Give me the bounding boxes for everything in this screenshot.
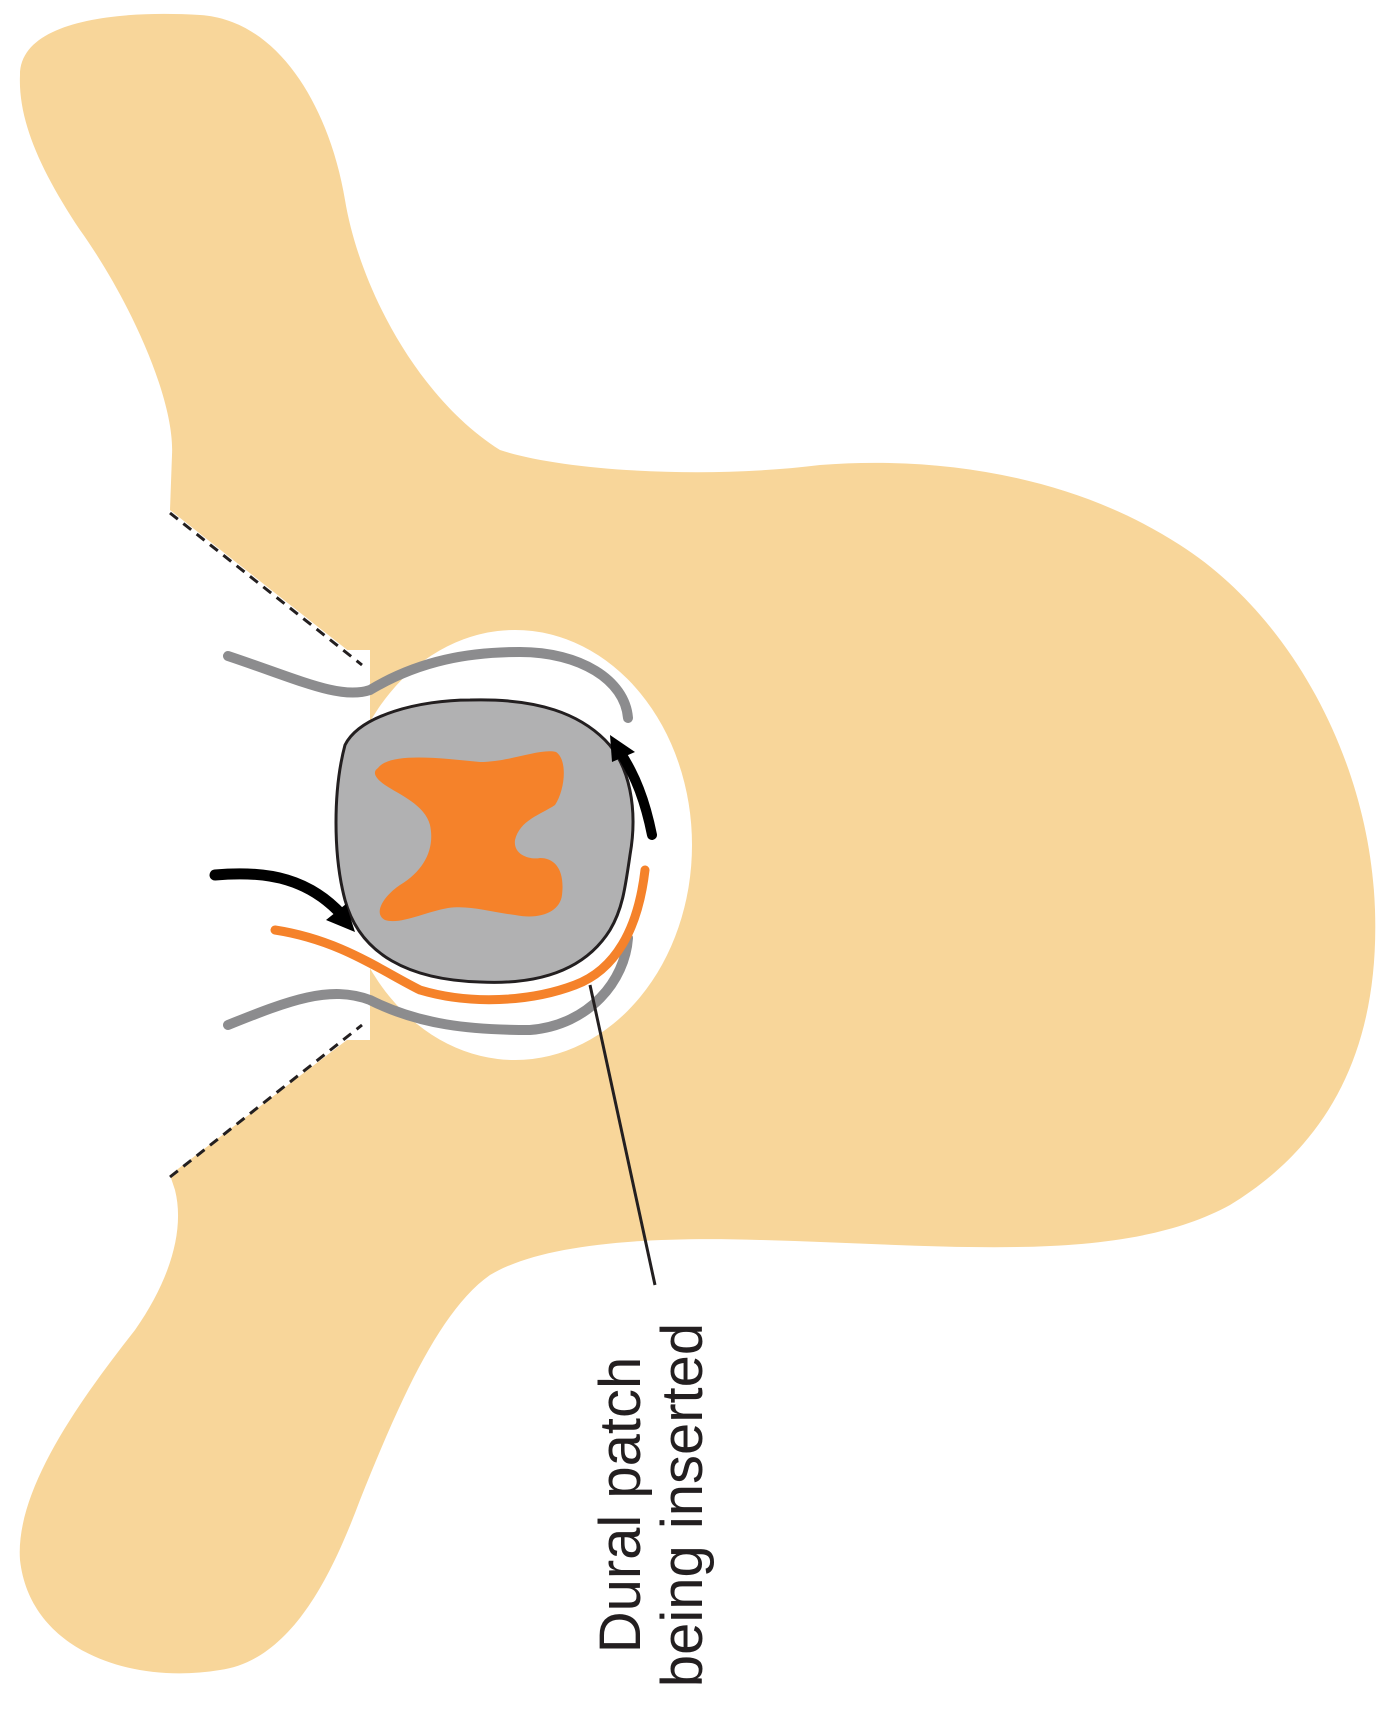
label-line-2: being inserted	[650, 1323, 715, 1687]
dural-patch-label: Dural patch being inserted	[588, 1323, 715, 1687]
label-line-1: Dural patch	[588, 1357, 653, 1654]
